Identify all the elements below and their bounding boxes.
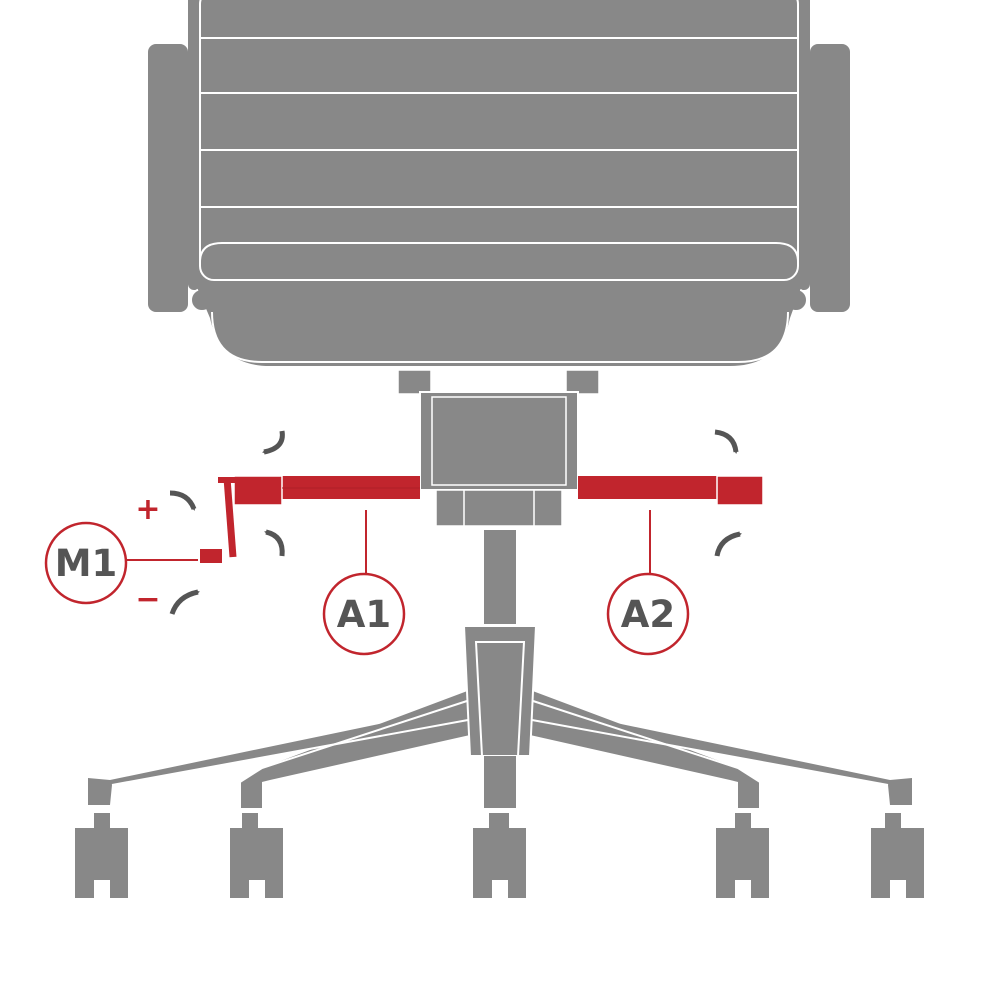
callout-a2-label: A2 [621,593,675,636]
minus-sign: − [135,582,160,617]
callout-a1: A1 [322,572,406,656]
crank-handle-m1 [200,477,237,563]
adjustment-bar-a2 [578,475,764,506]
seat [196,285,802,366]
callout-a2: A2 [606,572,690,656]
callout-m1: M1 [44,521,128,605]
curved-arrow-icon [714,429,739,454]
caster-5 [871,813,924,898]
caster-2 [230,813,283,898]
caster-4 [716,813,769,898]
plus-sign: + [135,492,160,527]
callout-m1-label: M1 [55,542,118,585]
caster-1 [75,813,128,898]
tilt-mechanism [397,369,600,527]
star-base [88,625,912,808]
curved-arrow-icon [714,531,742,557]
curved-arrow-icon [262,430,285,455]
adjustment-bar-a1 [233,475,420,506]
curved-arrow-icon [264,529,285,557]
callout-a1-label: A1 [337,593,391,636]
gas-column [484,530,516,624]
curved-arrow-icon [169,490,197,511]
caster-3 [473,813,526,898]
curved-arrow-icon [169,589,200,615]
backrest [188,0,810,290]
